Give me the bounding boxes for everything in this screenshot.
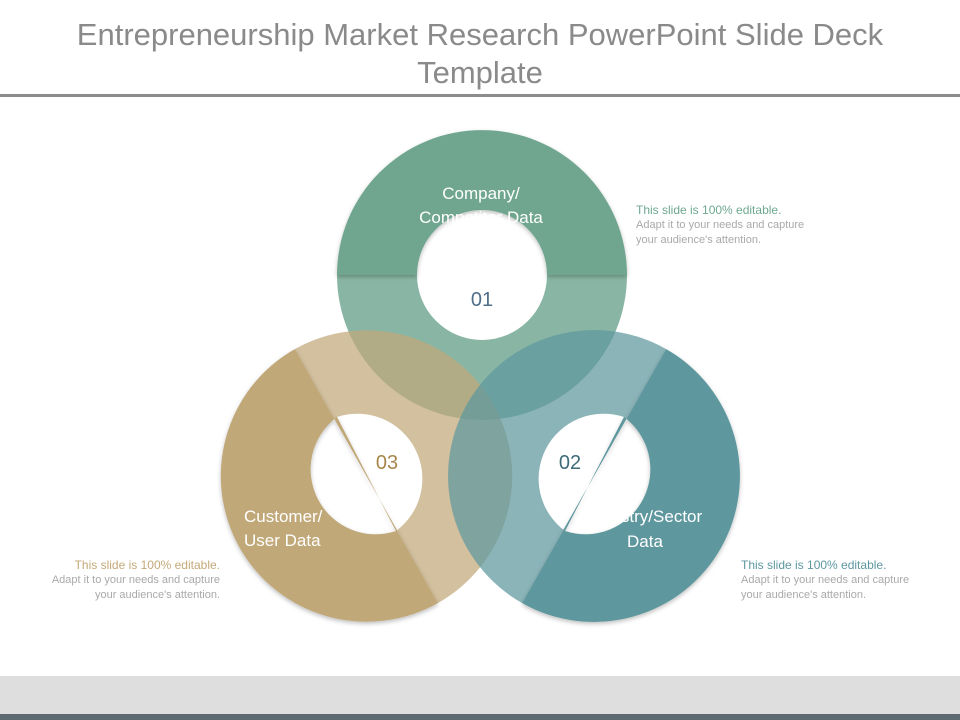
footer-line: [0, 714, 960, 720]
note-bottom-right-line2: your audience's attention.: [741, 589, 867, 601]
note-bottom-right-line1: Adapt it to your needs and capture: [741, 574, 910, 586]
note-bottom-left: This slide is 100% editable. Adapt it to…: [20, 558, 220, 603]
segment-number-01: 01: [471, 289, 493, 311]
segment-number-03: 03: [376, 452, 398, 474]
circle-03-left-half: [220, 349, 438, 622]
circle-01-top-half: [337, 130, 627, 275]
note-bottom-right: This slide is 100% editable. Adapt it to…: [741, 558, 941, 603]
segment-label-03-line1: Customer/: [244, 507, 323, 526]
segment-label-01-line2: Competitor Data: [419, 208, 543, 227]
note-bottom-left-line1: Adapt it to your needs and capture: [51, 574, 220, 586]
segment-number-02: 02: [559, 452, 581, 474]
footer-band: [0, 676, 960, 714]
slide-title: Entrepreneurship Market Research PowerPo…: [76, 17, 884, 90]
note-bottom-left-line2: your audience's attention.: [94, 589, 220, 601]
segment-label-02-line2: Data: [627, 532, 663, 551]
segment-label-02-line1: Industry/Sector: [588, 507, 703, 526]
segment-label-01-line1: Company/: [442, 184, 520, 203]
note-bottom-left-heading: This slide is 100% editable.: [74, 558, 220, 572]
circle-03-right-ring: [295, 330, 513, 603]
note-top-right: This slide is 100% editable. Adapt it to…: [636, 203, 836, 248]
title-divider: [0, 94, 960, 97]
note-top-right-heading: This slide is 100% editable.: [636, 203, 782, 217]
circle-02-right-half: [522, 349, 740, 622]
note-bottom-right-heading: This slide is 100% editable.: [741, 558, 887, 572]
circle-02-left-ring: [448, 330, 666, 603]
segment-label-03-line2: User Data: [244, 531, 321, 550]
note-top-right-line2: your audience's attention.: [636, 234, 762, 246]
note-top-right-line1: Adapt it to your needs and capture: [636, 219, 805, 231]
